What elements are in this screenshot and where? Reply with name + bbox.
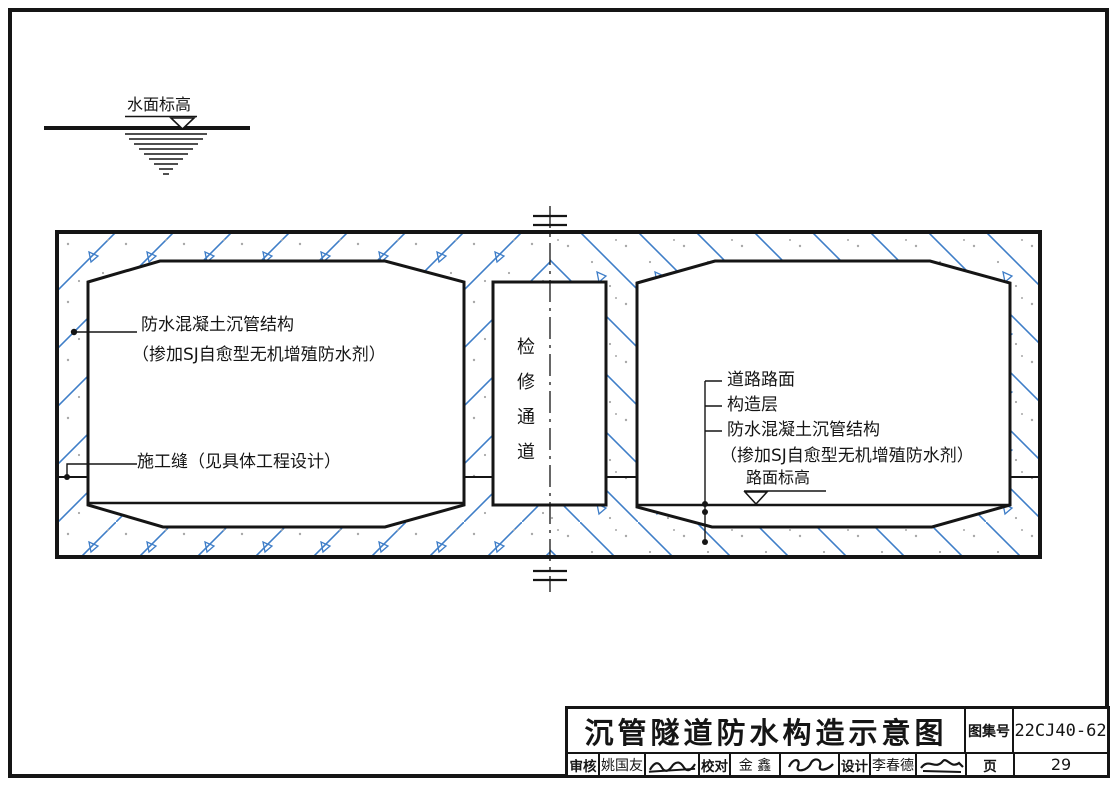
right-structure-label-line1: 防水混凝土沉管结构 [727,420,880,440]
construction-joint-label: 施工缝（见具体工程设计） [137,452,341,472]
water-level-label: 水面标高 [127,95,192,114]
tunnel-outer-outline [55,230,1042,559]
road-elevation-triangle-icon [743,491,769,506]
designer-signature-scribble [920,758,964,773]
checker-label: 校对 [698,754,729,775]
road-surface-label: 道路路面 [727,370,795,390]
reviewer-label: 审核 [569,758,597,775]
drawing-title: 沉管隧道防水构造示意图 [584,715,948,750]
water-surface-symbol [44,115,250,175]
road-elevation-label: 路面标高 [746,468,811,487]
left-structure-leader [70,328,137,336]
right-structure-label-line2: （掺加SJ自愈型无机增殖防水剂） [720,446,974,466]
atlas-number-label: 图集号 [964,709,1012,752]
joint-leader [64,463,137,480]
road-elevation-marker [743,490,826,506]
centerline-symbol [533,206,567,592]
checker-signature-scribble [787,757,834,771]
sheet-border-frame [8,8,1109,778]
right-labels-leader [702,380,722,545]
construction-layer-label: 构造层 [727,395,778,415]
reviewer-signature [644,754,698,775]
left-bore-outline [86,259,466,529]
reviewer-signature-scribble [648,761,696,773]
designer-label: 设计 [838,754,869,775]
page-number: 29 [1013,754,1107,775]
reviewer-name: 姚国友 [598,754,644,775]
left-structure-label-line2: （掺加SJ自愈型无机增殖防水剂） [132,345,386,365]
checker-name: 金 鑫 [729,754,779,775]
title-block: 沉管隧道防水构造示意图 图集号 22CJ40-62 审核 姚国友 校对 金 鑫 … [565,706,1110,778]
title-block-top-row: 沉管隧道防水构造示意图 图集号 22CJ40-62 [568,709,1107,754]
checker-signature [779,754,838,775]
title-block-bottom-row: 审核 姚国友 校对 金 鑫 设计 李春德 [568,754,1107,775]
inspection-passage-label: 检修通道 [514,337,535,477]
right-bore-outline [635,259,1012,529]
water-ripple-lines [125,133,207,175]
atlas-number-value: 22CJ40-62 [1012,709,1107,752]
left-structure-label-line1: 防水混凝土沉管结构 [141,315,294,335]
designer-signature [915,754,965,775]
page-label: 页 [965,754,1013,775]
designer-name: 李春德 [869,754,915,775]
water-elevation-triangle-icon [169,117,196,131]
